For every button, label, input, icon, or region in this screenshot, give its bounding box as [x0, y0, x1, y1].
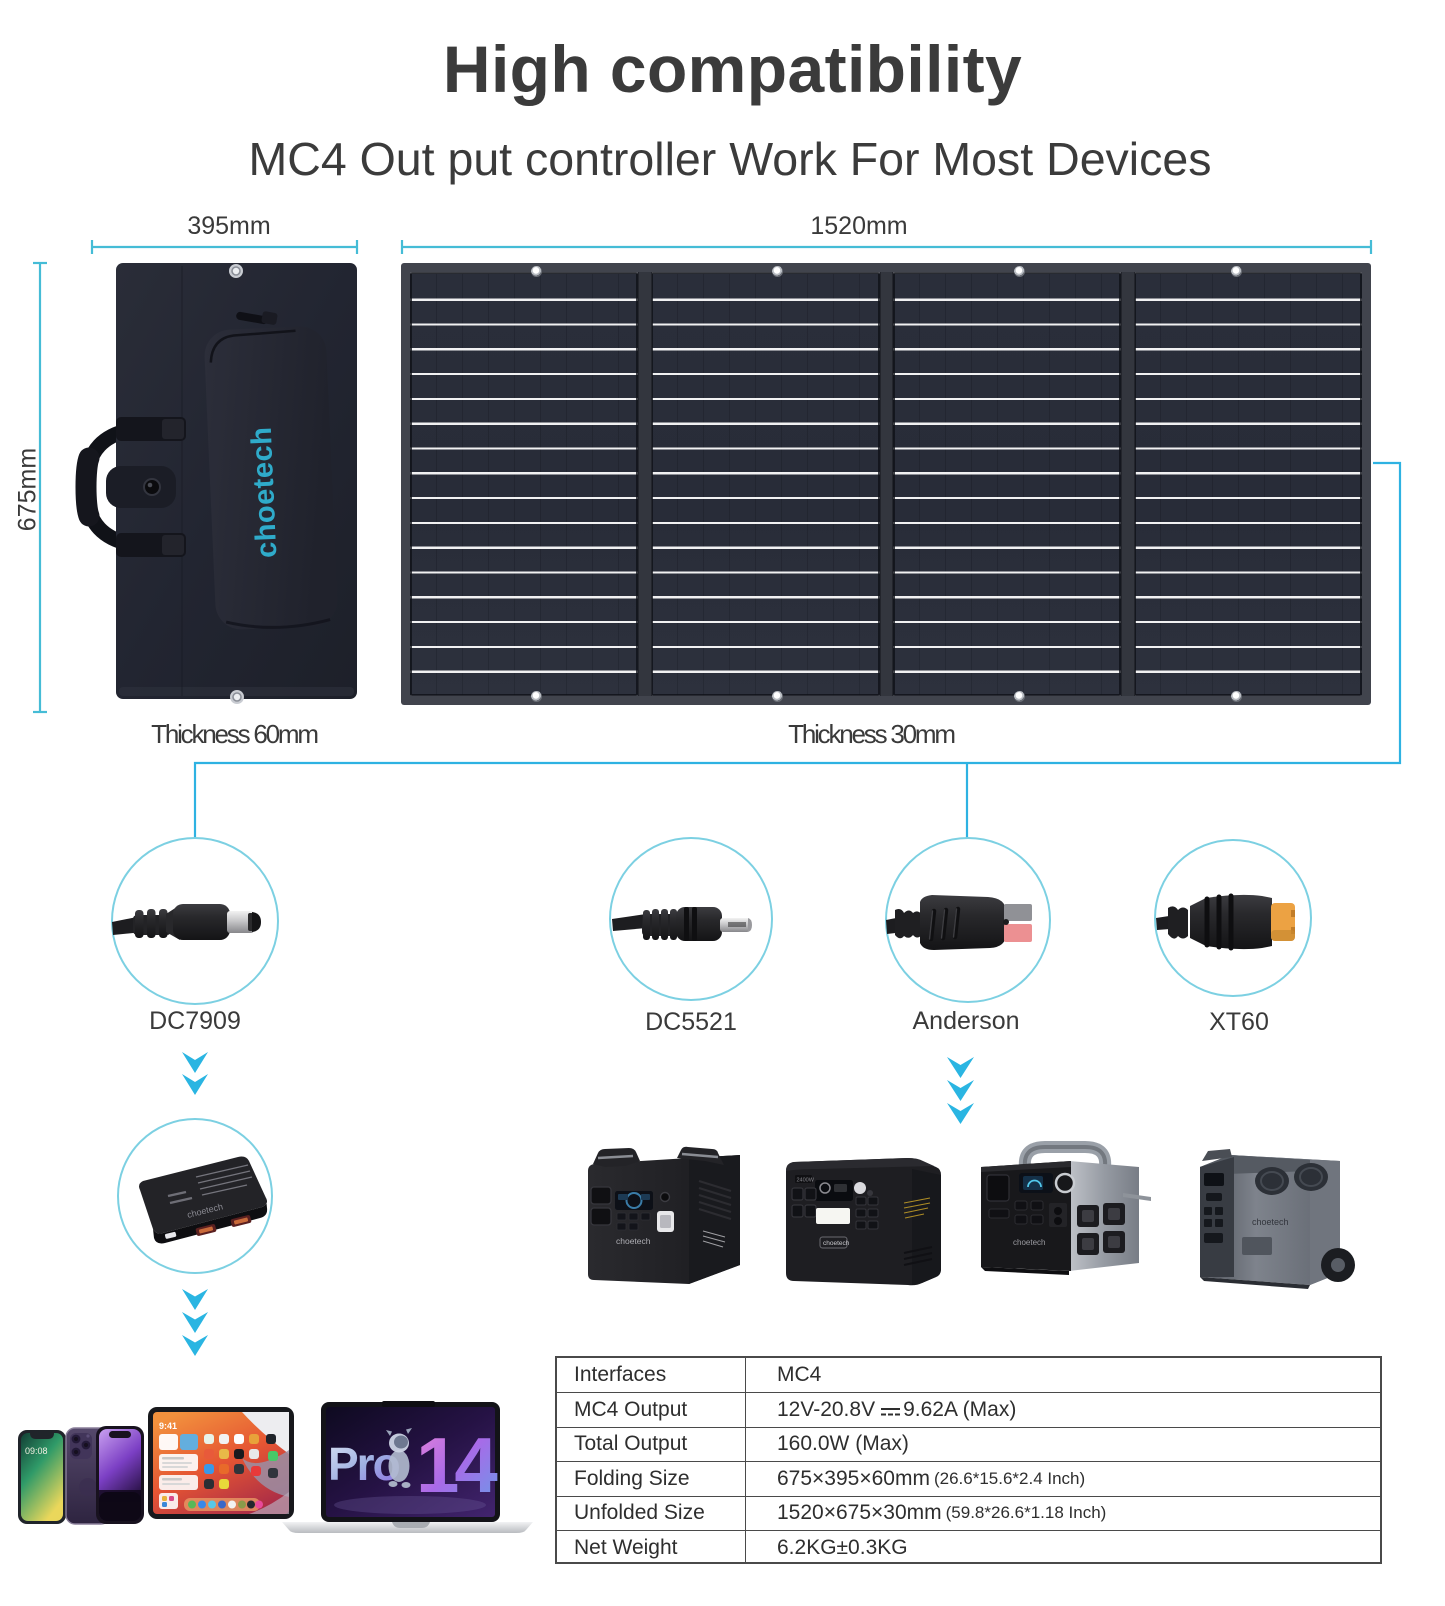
svg-text:choetech: choetech: [1252, 1217, 1289, 1227]
svg-text:9:41: 9:41: [159, 1421, 177, 1431]
svg-text:choetech: choetech: [1013, 1238, 1045, 1247]
svg-text:2400W: 2400W: [797, 1178, 815, 1184]
svg-text:choetech: choetech: [823, 1240, 850, 1247]
svg-text:14: 14: [416, 1421, 497, 1509]
svg-text:choetech: choetech: [616, 1236, 651, 1246]
svg-text:09:08: 09:08: [25, 1446, 48, 1456]
svg-text:choetech: choetech: [246, 426, 284, 559]
